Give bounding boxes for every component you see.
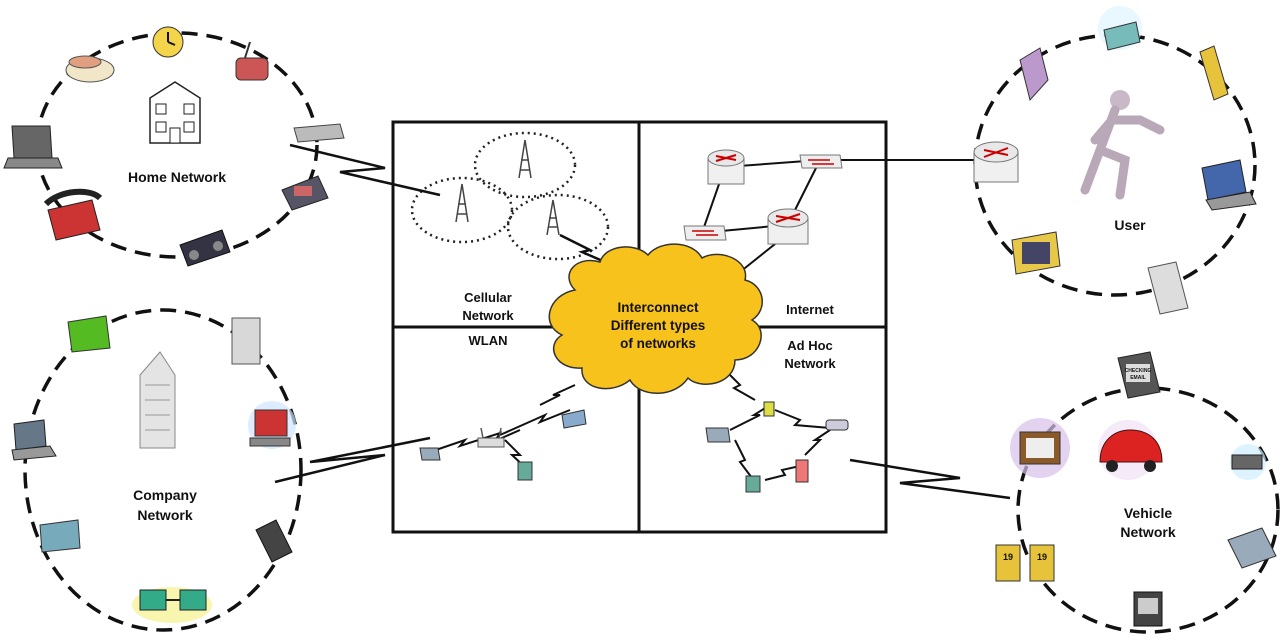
running-person-icon: [1080, 90, 1165, 200]
cell-tower-icon: [455, 139, 560, 236]
laptop-icon: [419, 447, 441, 461]
joystick-icon: [1227, 527, 1277, 569]
router-icon: [767, 208, 809, 245]
television-icon: [1011, 231, 1061, 275]
tv-icon: [1010, 418, 1070, 478]
vehicle-network-label-line-2: Network: [1120, 524, 1175, 540]
handheld-device-icon: [281, 175, 329, 211]
telephone-icon: [1098, 6, 1142, 51]
internet-label: Internet: [786, 302, 834, 317]
internet-quadrant: [683, 149, 985, 273]
pda-screen-line-2: EMAIL: [1130, 375, 1146, 381]
cellular-quadrant: [410, 131, 613, 267]
switch-icon: [683, 225, 727, 241]
pda-icon: CHECKING EMAIL: [1117, 351, 1161, 399]
house-icon: [149, 81, 201, 144]
router-icon: [973, 141, 1019, 183]
networked-computers-icon: [132, 587, 212, 623]
device-icon: [825, 419, 849, 431]
laptop-icon: [3, 125, 63, 169]
cell-phone-icon: [1199, 45, 1229, 101]
pager-number: 19: [1003, 552, 1013, 562]
laptop-icon: [1201, 159, 1257, 211]
company-network: Company Network: [11, 308, 303, 632]
desktop-computer-icon: [248, 401, 296, 449]
adhoc-label-line-2: Network: [784, 356, 836, 371]
cloud-label-line-2: Different types: [611, 318, 706, 333]
office-building-icon: [139, 351, 176, 449]
cloud-label-line-3: of networks: [620, 336, 696, 351]
pda-icon: [517, 461, 533, 481]
wireless-link-icon: [559, 233, 613, 267]
pager-icon: [763, 401, 775, 417]
monitor-icon: [67, 315, 111, 353]
adhoc-quadrant: [705, 369, 849, 493]
user-label: User: [1114, 217, 1146, 233]
home-network-label: Home Network: [128, 169, 226, 185]
adhoc-label-line-1: Ad Hoc: [787, 338, 833, 353]
pda-screen-line-1: CHECKING: [1125, 368, 1152, 374]
car-icon: [1098, 420, 1163, 480]
wireless-links: [274, 143, 1011, 500]
cellular-label-line-1: Cellular: [464, 290, 512, 305]
interconnect-cloud: Interconnect Different types of networks: [548, 243, 763, 394]
boombox-icon: [179, 229, 231, 267]
access-point-icon: [477, 427, 505, 448]
wlan-label: WLAN: [469, 333, 508, 348]
telephone-icon: [43, 188, 103, 241]
user-network: User: [973, 6, 1257, 315]
cell-phone-icon: [255, 519, 293, 563]
printer-icon: [39, 519, 81, 553]
laptop-icon: [11, 419, 57, 461]
clock-icon: [152, 26, 184, 58]
walkie-talkie-icon: [795, 459, 809, 483]
cellular-label-line-2: Network: [462, 308, 514, 323]
walkie-talkie-icon: 19 19: [995, 544, 1055, 582]
wlan-quadrant: [419, 384, 587, 481]
router-icon: [707, 149, 745, 185]
laptop-icon: [705, 427, 731, 443]
pda-icon: [745, 475, 761, 493]
tablet-icon: [561, 409, 587, 429]
server-tower-icon: [231, 317, 261, 365]
vehicle-network-label-line-1: Vehicle: [1124, 505, 1172, 521]
keyboard-icon: [293, 123, 345, 143]
radio-icon: [235, 41, 269, 81]
remote-icon: [1147, 261, 1189, 315]
switch-icon: [799, 154, 843, 169]
pager-number: 19: [1037, 552, 1047, 562]
company-network-label-line-2: Network: [137, 507, 192, 523]
home-network: Home Network: [3, 26, 345, 267]
handheld-game-icon: [1133, 591, 1163, 627]
watch-icon: [1230, 444, 1266, 480]
company-network-label-line-1: Company: [133, 487, 197, 503]
vehicle-network: CHECKING EMAIL 19 19 Vehicle Network: [995, 351, 1280, 634]
scale-icon: [65, 55, 115, 83]
cloud-label-line-1: Interconnect: [617, 300, 699, 315]
flip-phone-icon: [1019, 47, 1049, 102]
